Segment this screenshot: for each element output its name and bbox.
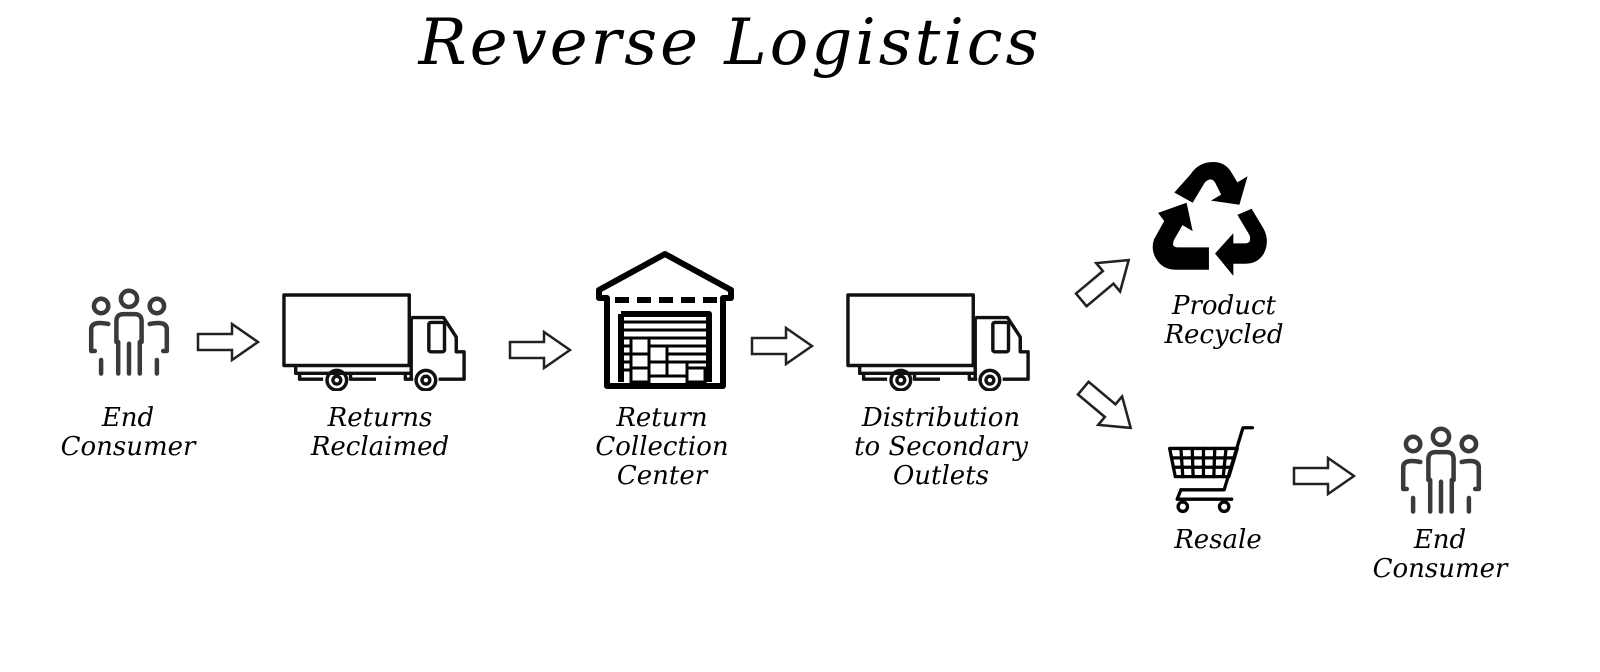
node-label-end-consumer-1: End Consumer bbox=[48, 404, 208, 462]
label-line: Outlets bbox=[892, 461, 989, 491]
node-label-returns-reclaimed: Returns Reclaimed bbox=[290, 404, 470, 462]
label-line: Distribution bbox=[861, 403, 1021, 433]
node-label-return-collection-center: Return Collection Center bbox=[572, 404, 752, 491]
label-line: Resale bbox=[1174, 525, 1262, 555]
arrow-right-icon bbox=[196, 322, 260, 362]
truck-icon bbox=[846, 292, 1032, 392]
label-line: Center bbox=[616, 461, 708, 491]
arrow-right-icon bbox=[508, 330, 572, 370]
arrow-right-icon bbox=[750, 326, 814, 366]
label-line: to Secondary bbox=[854, 432, 1028, 462]
label-line: Product bbox=[1172, 291, 1276, 321]
arrow-right-icon bbox=[1292, 456, 1356, 496]
node-label-end-consumer-2: End Consumer bbox=[1352, 526, 1528, 584]
label-line: Consumer bbox=[1372, 554, 1508, 584]
truck-icon bbox=[282, 292, 468, 392]
people-icon bbox=[84, 286, 174, 380]
warehouse-icon bbox=[594, 250, 736, 390]
arrow-up-right-icon bbox=[1072, 252, 1138, 308]
node-label-resale: Resale bbox=[1138, 526, 1298, 555]
label-line: End bbox=[1413, 525, 1467, 555]
label-line: Collection bbox=[595, 432, 729, 462]
shopping-cart-icon bbox=[1162, 424, 1260, 518]
label-line: Returns bbox=[327, 403, 433, 433]
node-label-distribution: Distribution to Secondary Outlets bbox=[836, 404, 1046, 491]
recycle-icon bbox=[1152, 160, 1274, 282]
node-label-product-recycled: Product Recycled bbox=[1134, 292, 1314, 350]
label-line: Reclaimed bbox=[310, 432, 450, 462]
diagram-title: Reverse Logistics bbox=[418, 6, 1042, 80]
label-line: End bbox=[101, 403, 155, 433]
people-icon bbox=[1396, 424, 1486, 518]
arrow-down-right-icon bbox=[1074, 380, 1140, 436]
label-line: Recycled bbox=[1164, 320, 1284, 350]
label-line: Consumer bbox=[60, 432, 196, 462]
label-line: Return bbox=[616, 403, 708, 433]
